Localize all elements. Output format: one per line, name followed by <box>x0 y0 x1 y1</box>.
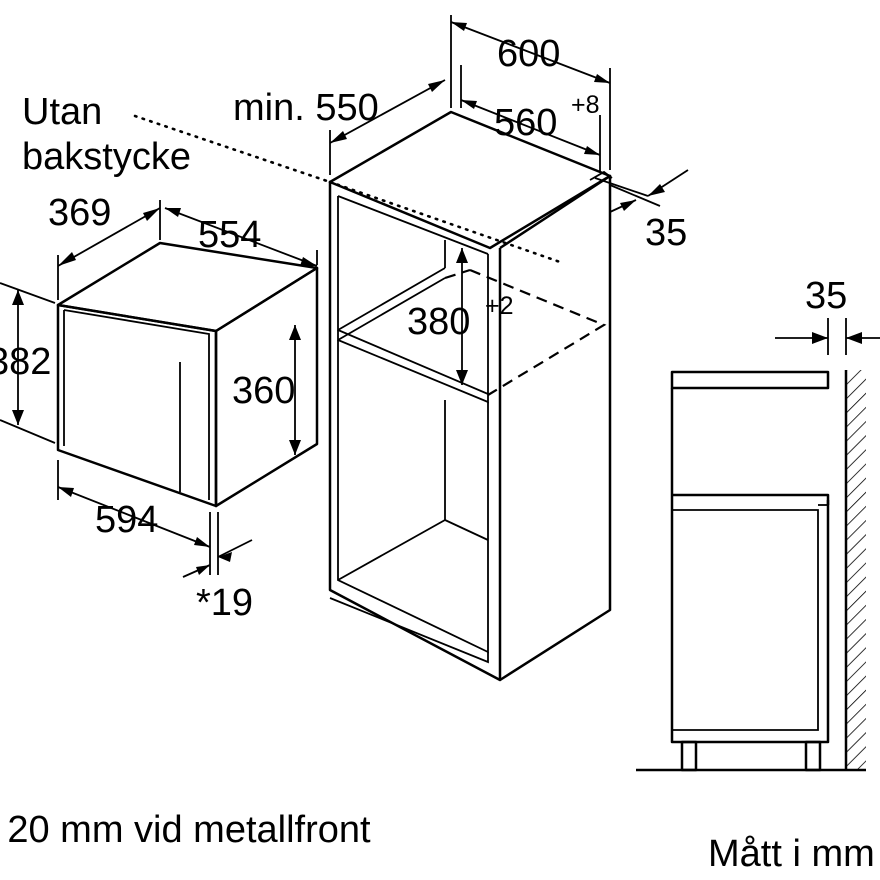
label-560: 560 <box>494 102 557 144</box>
footnote: * 20 mm vid metallfront <box>0 809 371 851</box>
tall-cabinet <box>133 110 612 682</box>
label-554: 554 <box>198 214 261 256</box>
label-bakstycke: bakstycke <box>22 136 191 178</box>
label-369: 369 <box>48 192 111 234</box>
side-view <box>636 318 880 772</box>
label-600: 600 <box>497 33 560 75</box>
label-382: 382 <box>0 341 51 383</box>
dimension-labels: 600 min. 550 560 +8 Utan bakstycke 35 36… <box>0 33 875 875</box>
label-380-tolerance: +2 <box>485 292 514 320</box>
label-594: 594 <box>95 499 158 541</box>
label-utan: Utan <box>22 91 102 133</box>
label-360: 360 <box>232 370 295 412</box>
label-35-top: 35 <box>645 212 687 254</box>
label-min-550: min. 550 <box>233 87 379 129</box>
units-note: Mått i mm <box>708 833 875 875</box>
microwave-unit <box>56 241 319 508</box>
label-19: *19 <box>196 582 253 624</box>
label-35-side: 35 <box>805 275 847 317</box>
label-560-tolerance: +8 <box>571 91 600 119</box>
label-380: 380 <box>407 301 470 343</box>
cabinet-dimensions <box>329 15 689 385</box>
microwave-dimensions <box>0 200 318 578</box>
